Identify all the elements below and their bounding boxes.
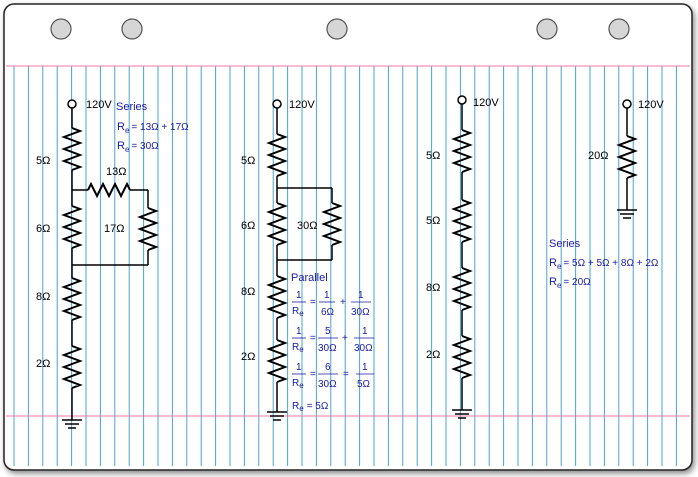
- equation: Re= 5Ω + 5Ω + 8Ω + 2Ω: [549, 257, 659, 271]
- svg-text:30Ω: 30Ω: [318, 343, 337, 354]
- resistor-label: 5Ω: [426, 215, 440, 227]
- svg-text:30Ω: 30Ω: [318, 379, 337, 390]
- svg-text:+: +: [342, 333, 348, 344]
- resistor-17-ohm: [137, 207, 159, 251]
- resistor-label: 5Ω: [241, 155, 255, 167]
- result-equation: Re= 5Ω: [292, 401, 329, 413]
- resistor-5-ohm: [61, 127, 83, 171]
- resistor-label: 2Ω: [241, 351, 255, 363]
- note-title: Parallel: [291, 272, 328, 284]
- ground-icon: [62, 419, 82, 429]
- svg-text:1: 1: [362, 362, 368, 373]
- source-terminal: [622, 99, 632, 109]
- resistor-label: 5Ω: [36, 155, 50, 167]
- svg-text:5: 5: [325, 326, 331, 337]
- svg-text:1: 1: [324, 290, 330, 301]
- svg-text:1: 1: [296, 362, 302, 373]
- source-voltage-label: 120V: [473, 97, 499, 109]
- equation-row: 1 Re = 5 30Ω + 1 30Ω: [292, 326, 374, 354]
- resistor-label: 13Ω: [106, 166, 126, 178]
- circuit-2: 120V 5Ω 6Ω 30Ω 8Ω 2Ω Parallel 1 Re: [241, 99, 374, 421]
- svg-text:6Ω: 6Ω: [321, 307, 335, 318]
- svg-text:=: =: [310, 333, 316, 344]
- resistor-8-ohm: [61, 277, 83, 321]
- resistor-13-ohm: [87, 181, 131, 199]
- source-terminal: [457, 95, 467, 105]
- note-title: Series: [116, 101, 148, 113]
- binder-hole: [50, 18, 72, 40]
- ground-icon: [452, 409, 472, 419]
- svg-text:Re: Re: [292, 342, 304, 354]
- binder-hole: [536, 18, 558, 40]
- svg-text:5Ω: 5Ω: [357, 379, 371, 390]
- svg-text:1: 1: [358, 290, 364, 301]
- resistor-label: 2Ω: [36, 358, 50, 370]
- circuit-1: 120V 5Ω 13Ω 17Ω 6Ω 8Ω 2Ω Series: [36, 99, 189, 429]
- resistor-label: 8Ω: [426, 282, 440, 294]
- svg-text:+: +: [340, 297, 346, 308]
- resistor-2-ohm: [61, 345, 83, 389]
- equation-row: 1 Re = 6 30Ω = 1 5Ω: [292, 362, 374, 390]
- resistor-2-ohm: [266, 339, 288, 383]
- resistor-8-ohm: [451, 267, 473, 311]
- resistor-label: 8Ω: [241, 286, 255, 298]
- resistor-label: 20Ω: [588, 150, 608, 162]
- svg-text:=: =: [343, 369, 349, 380]
- binder-hole: [326, 18, 348, 40]
- resistor-5-ohm: [266, 133, 288, 177]
- source-voltage-label: 120V: [289, 99, 315, 111]
- equation-row: 1 Re = 1 6Ω + 1 30Ω: [292, 290, 371, 318]
- svg-text:1: 1: [296, 326, 302, 337]
- resistor-label: 8Ω: [36, 291, 50, 303]
- resistor-2-ohm: [451, 335, 473, 379]
- source-terminal: [272, 99, 282, 109]
- resistor-label: 17Ω: [104, 223, 124, 235]
- ground-icon: [267, 411, 287, 421]
- paper-sheet: [3, 3, 693, 471]
- resistor-20-ohm: [616, 135, 638, 179]
- resistor-label: 30Ω: [297, 220, 317, 232]
- svg-text:Re: Re: [292, 306, 304, 318]
- resistor-label: 6Ω: [241, 220, 255, 232]
- binder-hole: [121, 18, 143, 40]
- svg-text:Re: Re: [292, 378, 304, 390]
- note-title: Series: [549, 238, 581, 250]
- circuit-4: 120V 20Ω Series Re= 5Ω + 5Ω + 8Ω + 2Ω Re…: [549, 99, 664, 290]
- source-voltage-label: 120V: [86, 99, 112, 111]
- resistor-8-ohm: [266, 275, 288, 319]
- resistor-6-ohm: [266, 202, 288, 246]
- ground-icon: [617, 209, 637, 219]
- svg-text:=: =: [310, 297, 316, 308]
- svg-text:1: 1: [362, 326, 368, 337]
- resistor-30-ohm: [321, 202, 343, 246]
- circuit-3: 120V 5Ω 5Ω 8Ω 2Ω: [426, 95, 499, 419]
- svg-text:30Ω: 30Ω: [351, 307, 370, 318]
- equation: Re= 13Ω + 17Ω: [117, 121, 189, 135]
- resistor-label: 2Ω: [426, 349, 440, 361]
- binder-holes: [50, 18, 630, 40]
- resistor-label: 5Ω: [426, 150, 440, 162]
- resistor-5-ohm: [451, 129, 473, 173]
- ruled-lines: [13, 66, 677, 466]
- resistor-label: 6Ω: [36, 223, 50, 235]
- equation: Re= 30Ω: [117, 140, 159, 154]
- resistor-5-ohm: [451, 199, 473, 243]
- svg-text:6: 6: [325, 362, 331, 373]
- equation: Re= 20Ω: [549, 276, 591, 290]
- svg-text:30Ω: 30Ω: [354, 343, 373, 354]
- resistor-6-ohm: [61, 205, 83, 249]
- source-terminal: [67, 99, 77, 109]
- svg-text:=: =: [310, 369, 316, 380]
- binder-hole: [608, 18, 630, 40]
- svg-text:1: 1: [296, 290, 302, 301]
- source-voltage-label: 120V: [638, 99, 664, 111]
